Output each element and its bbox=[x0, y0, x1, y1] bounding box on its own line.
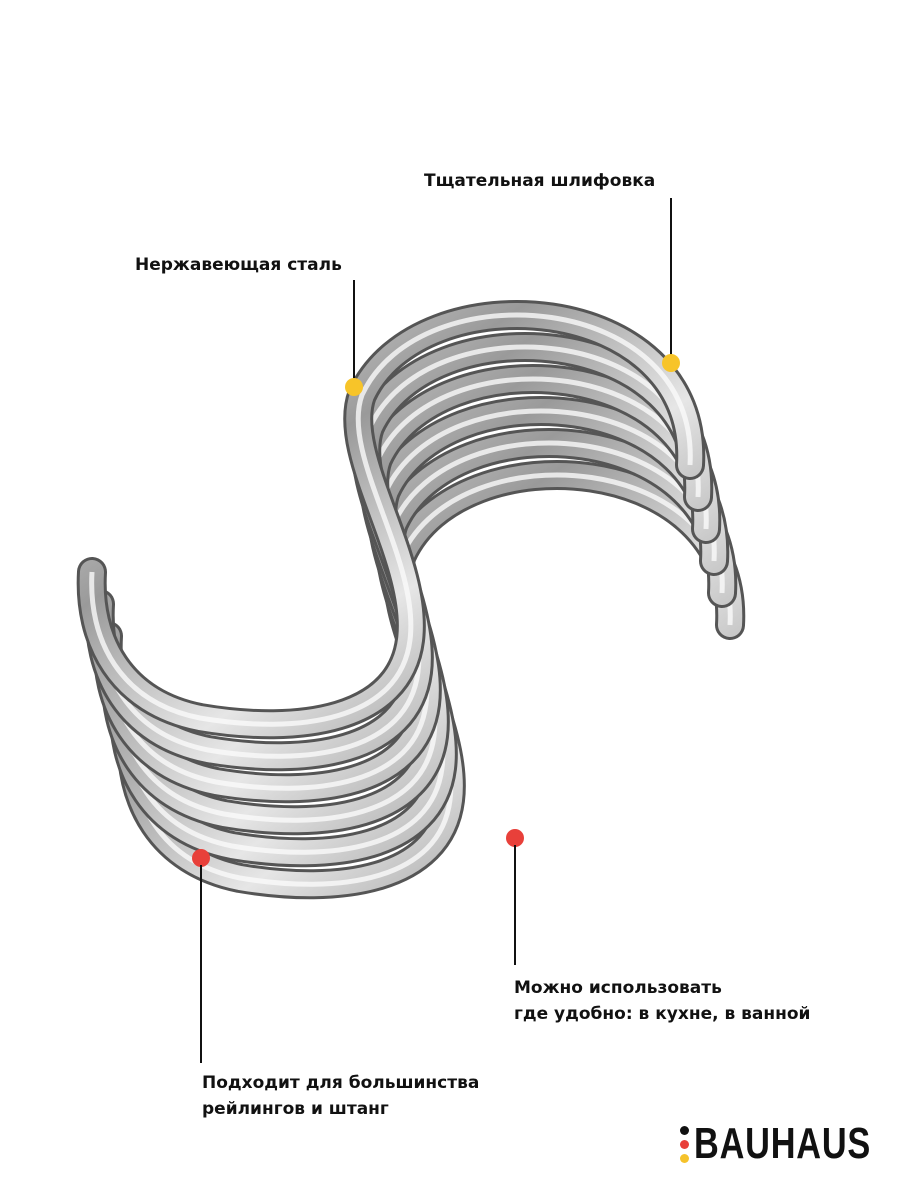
callout-line bbox=[353, 280, 355, 380]
callout-steel: Нержавеющая сталь bbox=[135, 255, 342, 275]
callout-line bbox=[200, 865, 202, 1063]
callout-dot bbox=[345, 378, 363, 396]
logo-text: BAUHAUS bbox=[694, 1119, 872, 1168]
bauhaus-logo: BAUHAUS bbox=[680, 1122, 900, 1166]
callout-dot bbox=[506, 829, 524, 847]
callout-usage-line2: где удобно: в кухне, в ванной bbox=[514, 1004, 811, 1024]
callout-fit-line1: Подходит для большинства bbox=[202, 1073, 480, 1093]
callout-dot bbox=[192, 849, 210, 867]
callout-fit-line2: рейлингов и штанг bbox=[202, 1099, 389, 1119]
callout-usage: Можно использовать где удобно: в кухне, … bbox=[514, 975, 810, 1027]
callout-fit: Подходит для большинства рейлингов и шта… bbox=[202, 1070, 479, 1122]
callout-line bbox=[670, 198, 672, 358]
callout-polish: Тщательная шлифовка bbox=[424, 171, 656, 191]
callout-line bbox=[514, 845, 516, 965]
callout-usage-line1: Можно использовать bbox=[514, 978, 722, 998]
callout-dot bbox=[662, 354, 680, 372]
s-hook bbox=[76, 300, 706, 740]
logo-dots-icon bbox=[680, 1125, 689, 1163]
